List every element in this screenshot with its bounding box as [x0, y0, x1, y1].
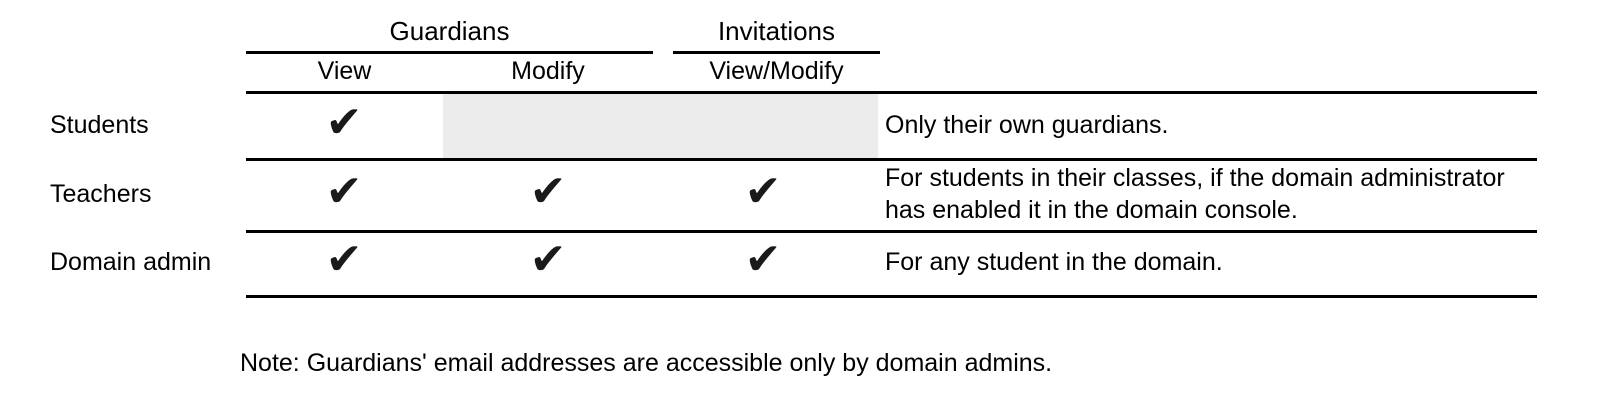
teachers-guardians-view-check-icon: ✔ [325, 166, 363, 218]
guardians-underline-rule [246, 51, 653, 54]
teachers-note: For students in their classes, if the do… [885, 164, 1505, 224]
column-header-guardians-view: View [317, 57, 372, 85]
table-bottom-rule [246, 295, 1537, 298]
domain-admin-guardians-modify-check-icon: ✔ [529, 234, 567, 286]
group-header-invitations: Invitations [717, 16, 836, 46]
row-label-students: Students [50, 111, 149, 139]
students-guardians-view-check-icon: ✔ [325, 97, 363, 149]
students-disabled-cells [443, 94, 878, 158]
teachers-invitations-view-modify-check-icon: ✔ [744, 166, 782, 218]
footnote: Note: Guardians' email addresses are acc… [240, 349, 1053, 377]
domain-admin-guardians-view-check-icon: ✔ [325, 234, 363, 286]
teachers-row-bottom-rule [246, 230, 1537, 233]
students-row-bottom-rule [246, 158, 1537, 161]
header-bottom-rule [246, 91, 1537, 94]
domain-admin-note: For any student in the domain. [885, 248, 1223, 276]
invitations-underline-rule [673, 51, 880, 54]
column-header-invitations-view-modify: View/Modify [709, 57, 844, 85]
row-label-domain-admin: Domain admin [50, 248, 212, 276]
column-header-guardians-modify: Modify [511, 57, 585, 85]
teachers-guardians-modify-check-icon: ✔ [529, 166, 567, 218]
students-note: Only their own guardians. [885, 111, 1169, 139]
row-label-teachers: Teachers [50, 180, 152, 208]
group-header-guardians: Guardians [389, 16, 510, 46]
domain-admin-invitations-view-modify-check-icon: ✔ [744, 234, 782, 286]
